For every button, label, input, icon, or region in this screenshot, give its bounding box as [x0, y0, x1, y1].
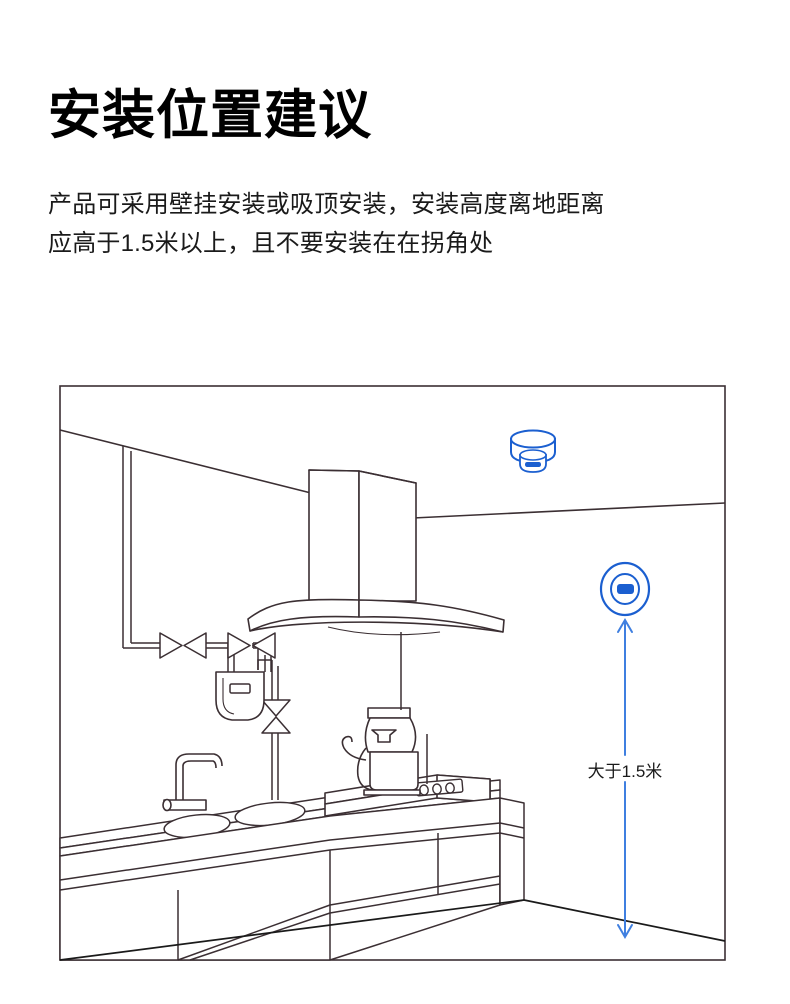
- description-line-1: 产品可采用壁挂安装或吸顶安装，安装高度离地距离: [48, 191, 605, 218]
- height-caption: 大于1.5米: [588, 762, 663, 781]
- page-description: 产品可采用壁挂安装或吸顶安装，安装高度离地距离 应高于1.5米以上，且不要安装在…: [48, 186, 748, 264]
- ceiling-lines: [59, 429, 726, 519]
- double-basin-sink: [163, 801, 306, 839]
- height-dimension-arrow: [617, 618, 633, 939]
- base-cabinet-drawers: [59, 797, 525, 961]
- range-hood: [247, 469, 505, 636]
- kettle: [341, 707, 421, 796]
- stove-control-knobs: [415, 778, 464, 797]
- wall-mounted-gas-detector[interactable]: [599, 561, 651, 617]
- gas-valve-symbols: [159, 632, 291, 734]
- kitchen-faucet: [162, 753, 223, 812]
- wall-gas-meter: [215, 671, 265, 721]
- kitchen-room-outline: [59, 385, 726, 961]
- description-line-2: 应高于1.5米以上，且不要安装在在拐角处: [48, 229, 494, 257]
- ceiling-mounted-smoke-detector[interactable]: [510, 429, 556, 473]
- page-title: 安装位置建议: [48, 86, 372, 145]
